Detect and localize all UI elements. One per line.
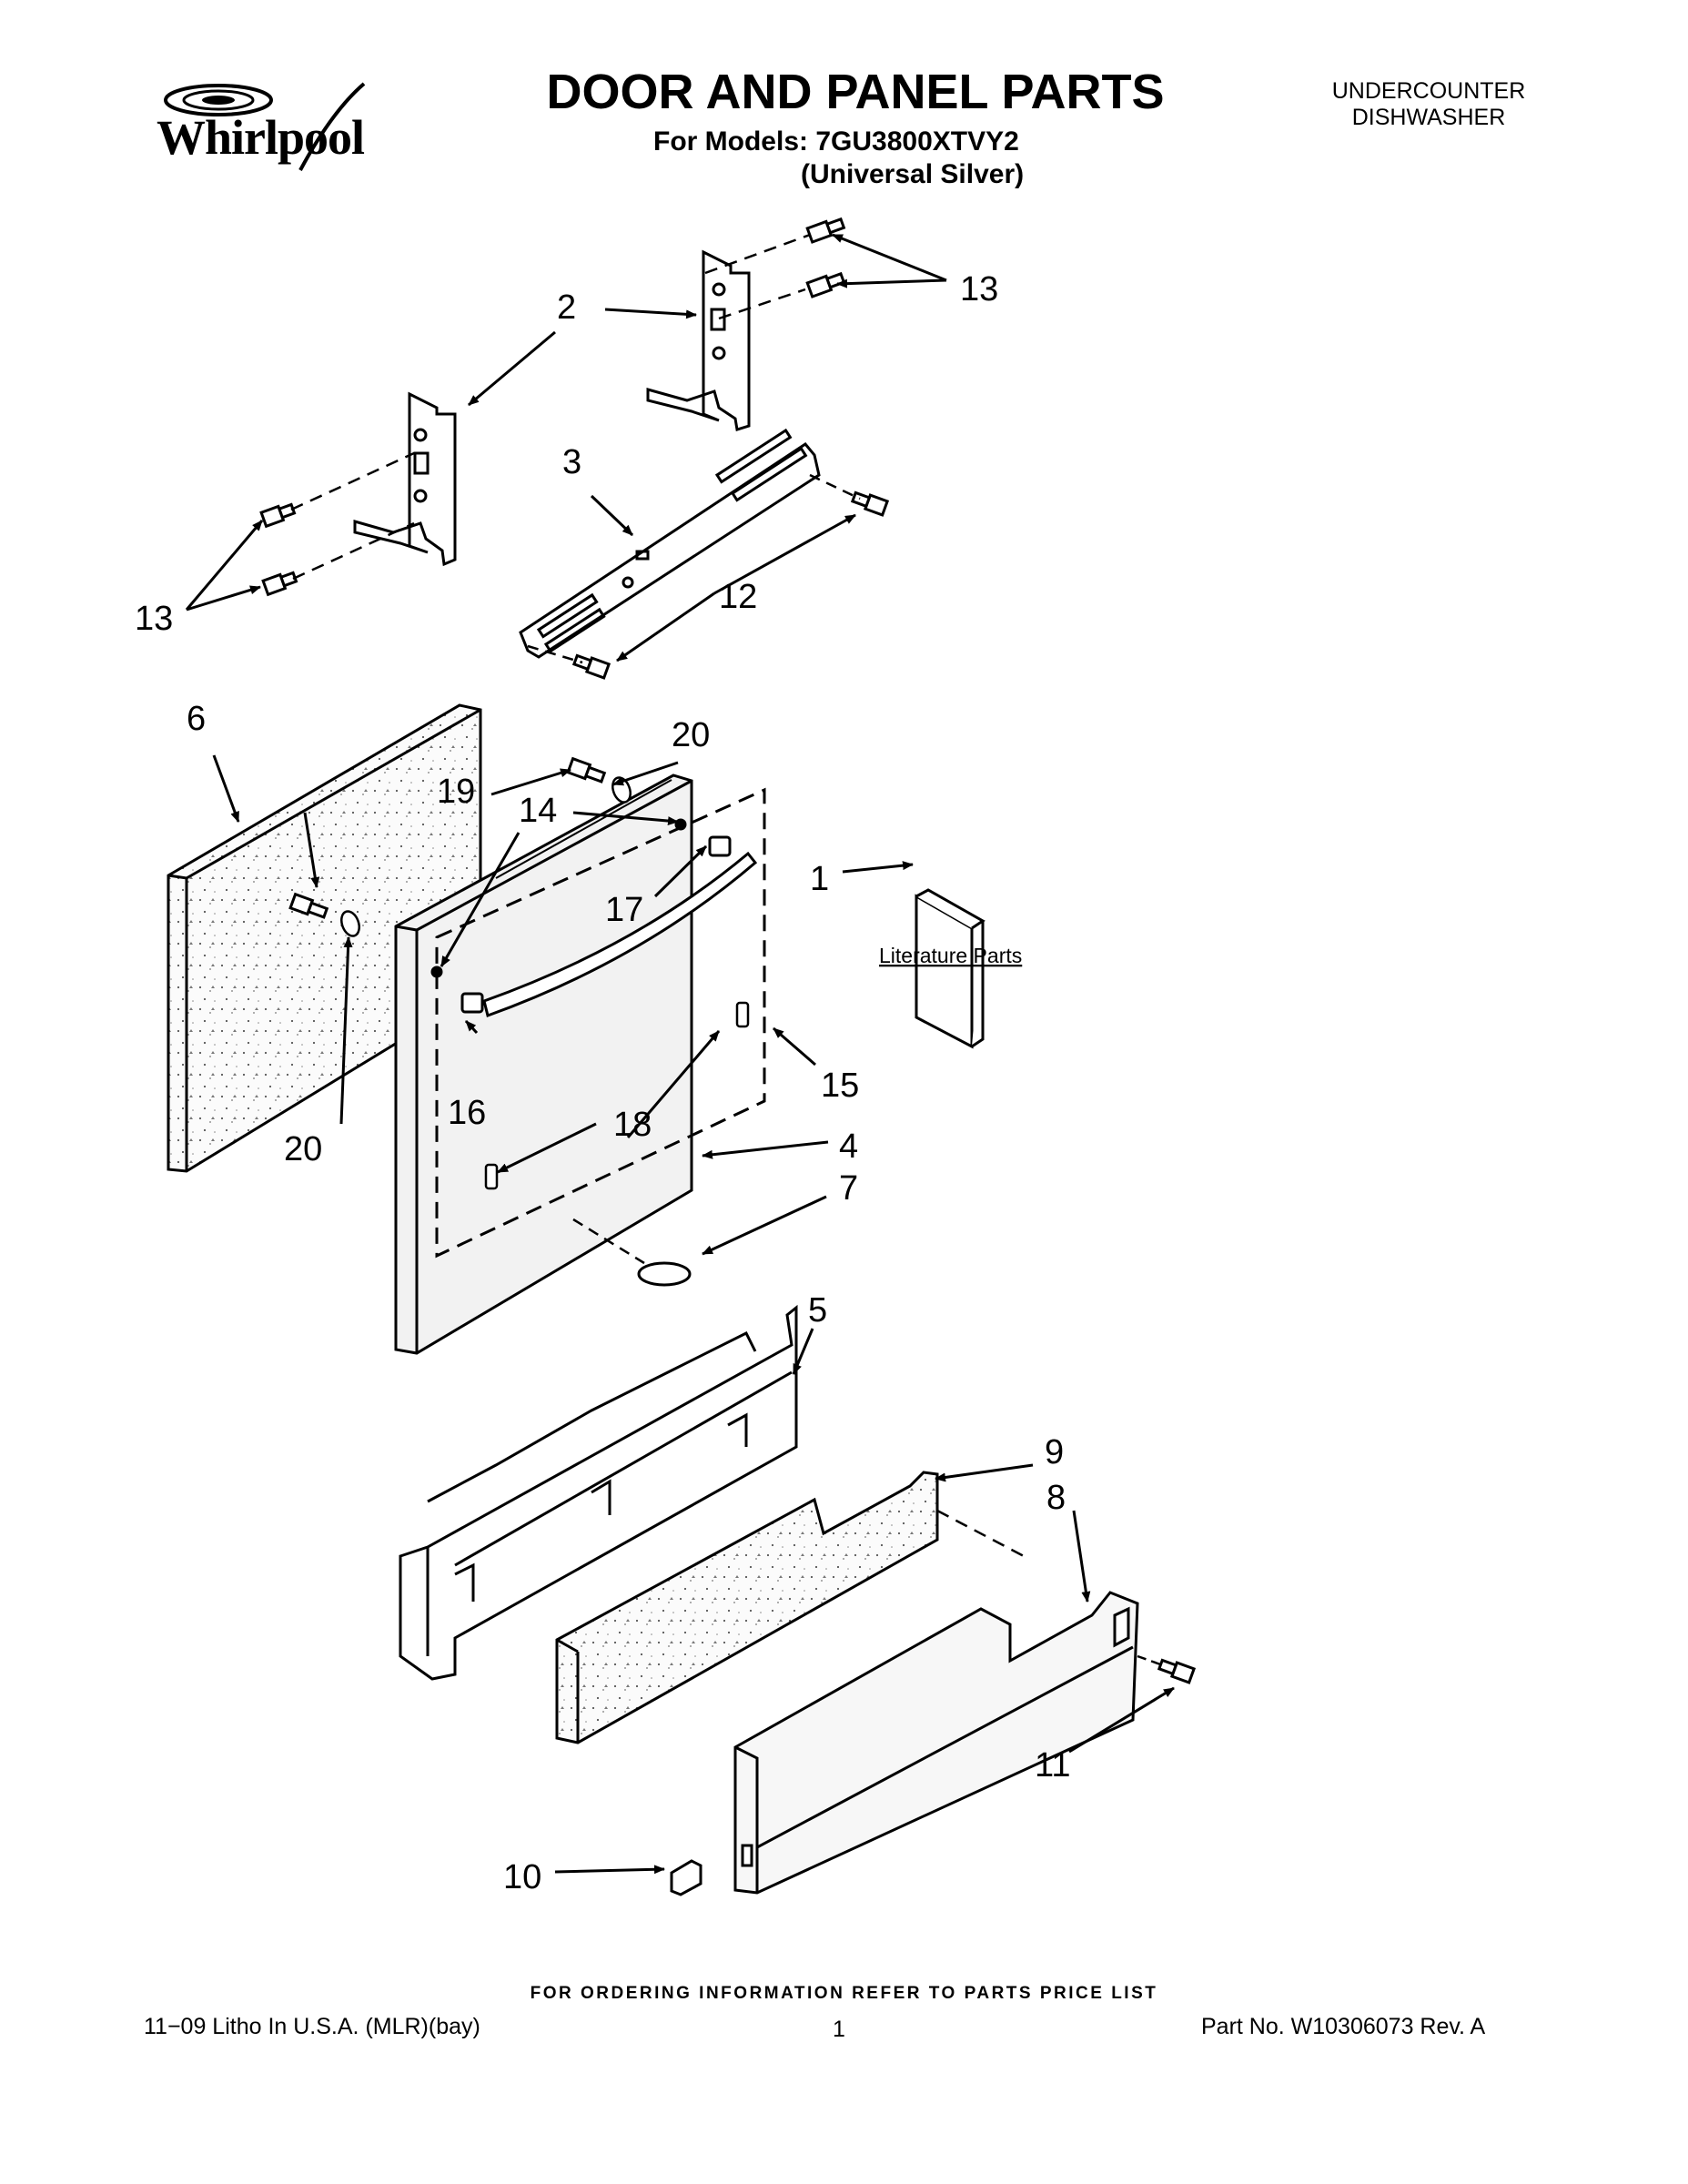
callout-19: 19: [437, 773, 475, 811]
screws-12: [571, 490, 890, 680]
callout-7: 7: [839, 1169, 858, 1208]
door-handle: [430, 818, 758, 1017]
clip-10: [670, 1859, 702, 1896]
callout-13: 13: [135, 600, 173, 638]
callout-20: 20: [284, 1130, 322, 1168]
callout-8: 8: [1046, 1479, 1066, 1517]
strip-dash-line: [936, 1509, 1025, 1558]
callout-11: 11: [1035, 1746, 1070, 1785]
insulation-panel: [167, 703, 482, 1173]
screw-11: [1157, 1658, 1197, 1684]
callout-10: 10: [503, 1858, 541, 1896]
door-outline-15: [435, 787, 766, 1259]
callout-2: 2: [557, 288, 576, 327]
callout-13: 13: [960, 270, 998, 308]
kickplate-frame: [399, 1304, 798, 1681]
callout-3: 3: [562, 443, 581, 481]
rail-dash-lines: [527, 473, 861, 664]
page-number: 1: [833, 2017, 845, 2042]
callout-14: 14: [519, 792, 557, 830]
badge-7: [637, 1261, 692, 1287]
category-line-2: DISHWASHER: [1351, 104, 1506, 130]
toe-screw-dash: [1137, 1654, 1164, 1667]
screw-dash-lines: [290, 233, 811, 581]
models-line: For Models: 7GU3800XTVY2: [653, 126, 1019, 157]
whirlpool-logo: Whirlpool: [136, 75, 409, 175]
print-info: 11−09 Litho In U.S.A. (MLR)(bay): [144, 2014, 480, 2039]
pins-18: [484, 1001, 750, 1190]
callout-4: 4: [839, 1127, 858, 1166]
mounting-bracket-left: [353, 391, 457, 567]
callout-15: 15: [821, 1067, 859, 1105]
swirl-icon: [164, 82, 366, 171]
callout-9: 9: [1045, 1433, 1064, 1471]
badge-dash-line: [572, 1218, 645, 1265]
category-label: UNDERCOUNTER DISHWASHER: [1301, 78, 1556, 131]
callout-16: 16: [448, 1094, 486, 1132]
door-rail: [519, 428, 821, 659]
brand-wordmark: Whirlpool: [157, 110, 365, 165]
literature-label: Literature Parts: [879, 944, 1022, 967]
callout-12: 12: [719, 578, 757, 616]
insulation-strip: [555, 1471, 939, 1744]
part-number: Part No. W10306073 Rev. A: [1201, 2014, 1486, 2039]
mounting-bracket-right: [646, 249, 751, 431]
finish-line: (Universal Silver): [801, 159, 1025, 189]
page-title: DOOR AND PANEL PARTS: [546, 65, 1165, 119]
toe-panel: [733, 1591, 1139, 1895]
callout-1: 1: [810, 860, 829, 898]
screws-19: [288, 756, 607, 919]
literature-parts: [915, 888, 986, 1049]
category-line-1: UNDERCOUNTER: [1331, 78, 1526, 104]
screws-13: [259, 217, 846, 597]
ordering-note: FOR ORDERING INFORMATION REFER TO PARTS …: [530, 1984, 1158, 2003]
leader-arrows: [185, 233, 1175, 1875]
callout-20: 20: [672, 716, 710, 754]
callout-6: 6: [187, 700, 206, 738]
callout-5: 5: [808, 1291, 827, 1330]
callout-17: 17: [605, 891, 643, 929]
callout-18: 18: [613, 1106, 652, 1144]
